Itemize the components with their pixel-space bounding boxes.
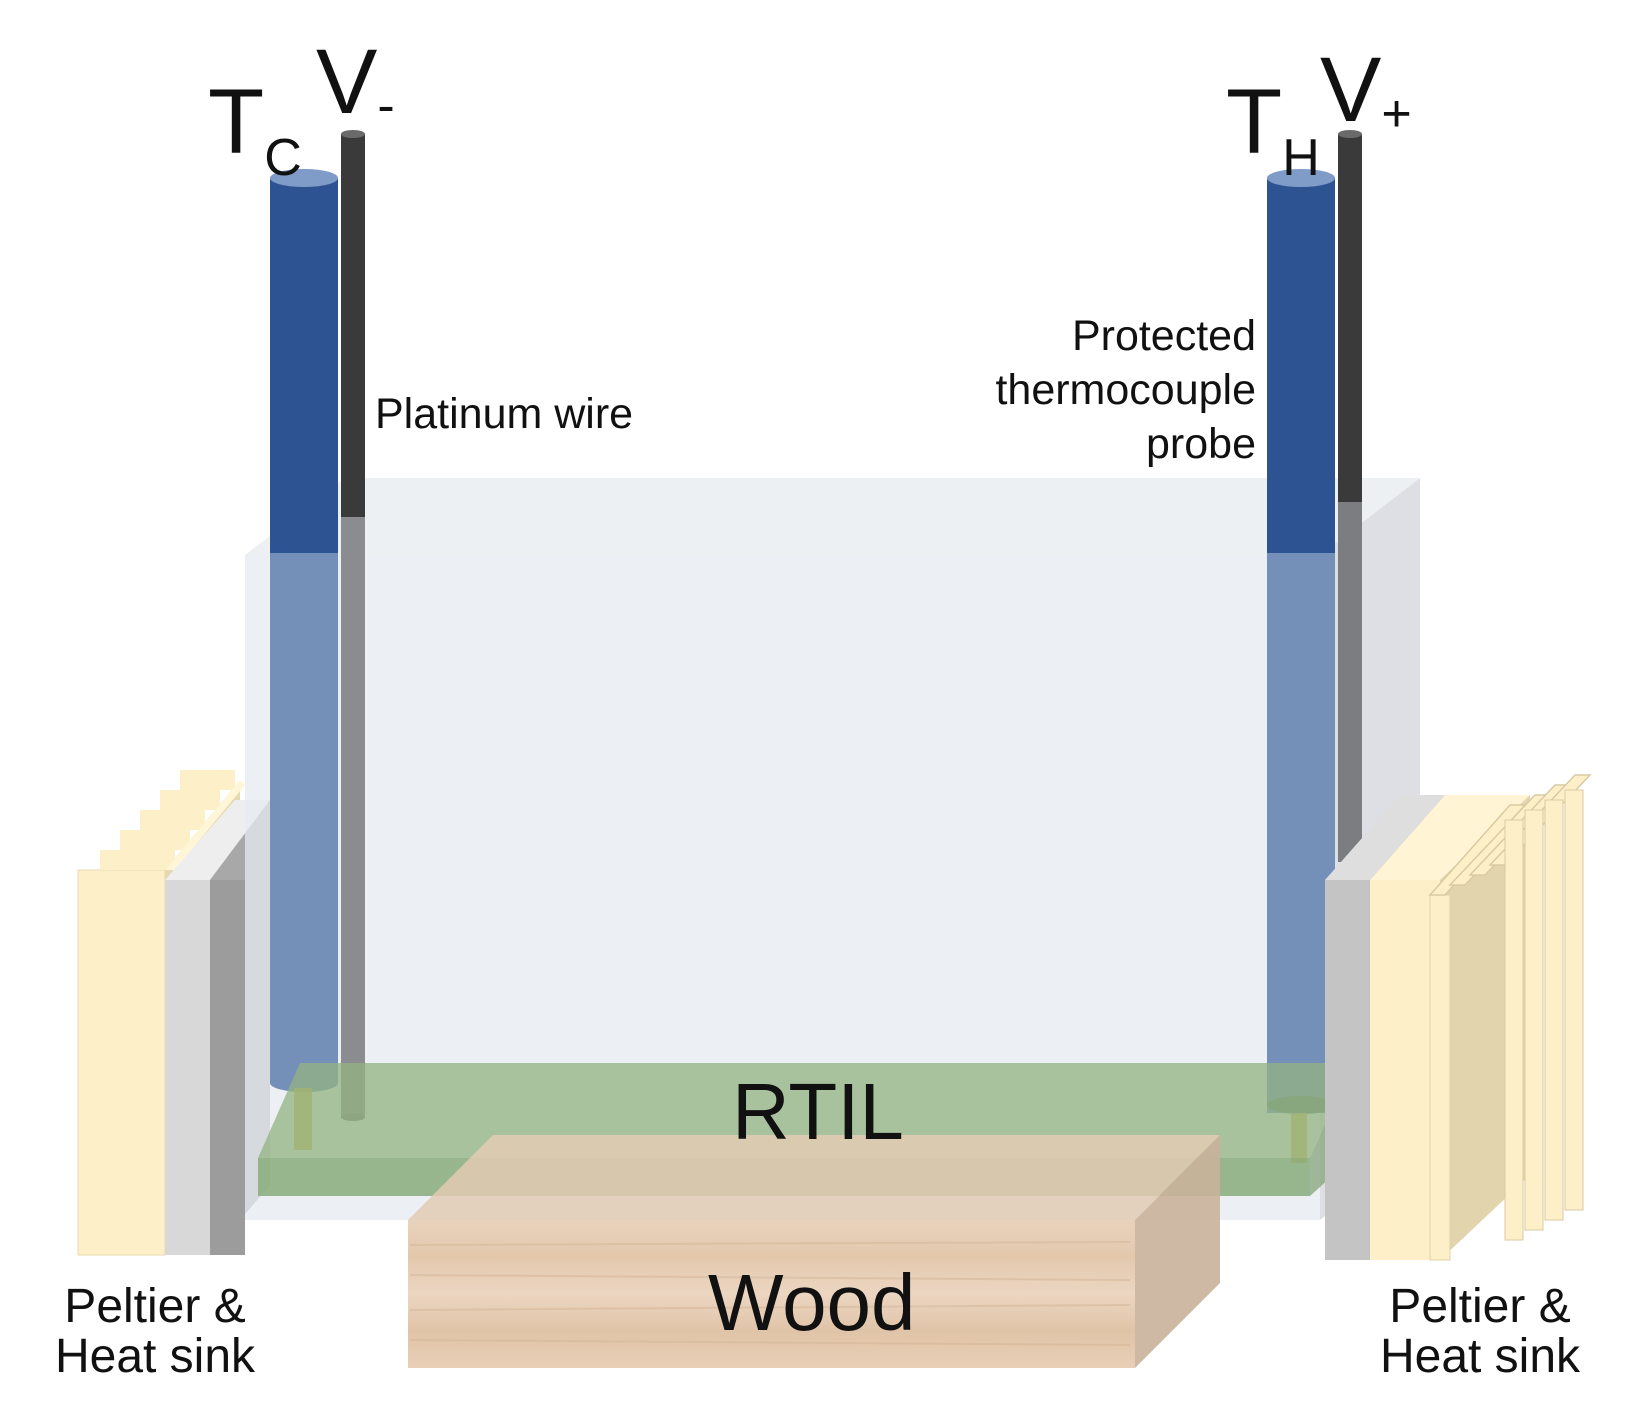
thermocouple-line-1: Protected: [1071, 312, 1256, 360]
rtil-label: RTIL: [732, 1067, 904, 1156]
hot-temperature-symbol: T: [1226, 71, 1283, 173]
wood-label: Wood: [708, 1258, 916, 1347]
cold-thermocouple-probe: [270, 169, 338, 1150]
positive-voltage-label: V+: [1320, 44, 1412, 140]
cold-temperature-label: TC: [208, 76, 302, 184]
thermocouple-line-2: thermocouple: [995, 365, 1256, 414]
cold-temperature-symbol: T: [208, 71, 265, 173]
right-peltier-line-2: Heat sink: [1379, 1330, 1581, 1384]
negative-voltage-label: V-: [316, 36, 395, 132]
thermocouple-label: Protected thermocouple probe: [940, 310, 1256, 471]
hot-thermocouple-probe: [1267, 169, 1335, 1163]
cold-temperature-subscript: C: [264, 129, 302, 187]
hot-temperature-label: TH: [1226, 76, 1320, 184]
left-peltier-label: Peltier & Heat sink: [35, 1280, 275, 1384]
right-peltier-line-1: Peltier &: [1389, 1280, 1571, 1333]
left-peltier-line-1: Peltier &: [64, 1280, 246, 1333]
thermocouple-line-3: probe: [1146, 419, 1256, 468]
negative-voltage-symbol: V: [316, 31, 378, 133]
platinum-wire-positive: [1338, 130, 1362, 862]
platinum-wire-negative: [341, 130, 365, 1121]
negative-voltage-subscript: -: [377, 77, 395, 135]
hot-temperature-subscript: H: [1282, 129, 1320, 187]
right-peltier-label: Peltier & Heat sink: [1360, 1280, 1600, 1384]
platinum-wire-label: Platinum wire: [375, 390, 634, 438]
wood-block: [408, 1135, 1220, 1368]
left-peltier-line-2: Heat sink: [54, 1330, 256, 1384]
right-heat-sink: [1370, 774, 1592, 1261]
positive-voltage-subscript: +: [1381, 85, 1412, 143]
positive-voltage-symbol: V: [1320, 39, 1382, 141]
